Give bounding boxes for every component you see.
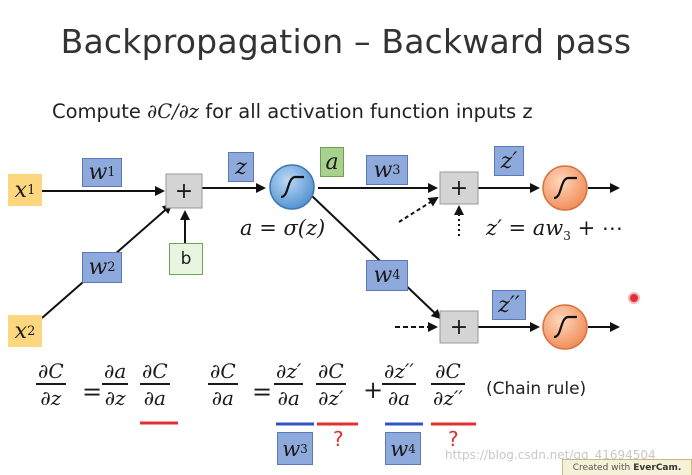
sigmoid-icon bbox=[553, 315, 577, 339]
sum-1-plus: + bbox=[174, 178, 194, 204]
badge-brand: EverCam. bbox=[633, 462, 682, 473]
eq1-t1-num: ∂a bbox=[104, 359, 127, 383]
eq2-term1-fraction: ∂z′ ∂a bbox=[274, 359, 304, 411]
eq2-t3-den: ∂a bbox=[387, 385, 411, 410]
fraction-bar bbox=[316, 383, 346, 385]
fraction-bar bbox=[140, 383, 170, 385]
eq1-t1-den: ∂z bbox=[104, 385, 126, 410]
w4-label: w bbox=[373, 263, 393, 288]
neuron-sigmoid-3 bbox=[542, 304, 588, 350]
neuron-sigmoid-2 bbox=[542, 165, 588, 211]
x1-subscript: 1 bbox=[27, 182, 36, 198]
eq2-term4-fraction: ∂C ∂z′′ bbox=[431, 359, 465, 411]
eq2-lhs-num: ∂C bbox=[210, 359, 236, 383]
eq2-lhs-den: ∂a bbox=[211, 385, 234, 410]
sum-node-3 bbox=[439, 310, 479, 344]
question-mark-1: ? bbox=[333, 427, 344, 451]
w3-label: w bbox=[373, 157, 393, 183]
edge-dashed-sum2-left bbox=[398, 196, 439, 223]
sigmoid-icon bbox=[280, 175, 304, 199]
fraction-bar bbox=[274, 383, 304, 385]
eq2-plus: + bbox=[363, 376, 384, 404]
eq2-t2-den: ∂z′ bbox=[318, 385, 344, 410]
z-double-prime-box: z′′ bbox=[492, 290, 526, 320]
eq2-lhs-fraction: ∂C ∂a bbox=[208, 359, 238, 411]
eq2-t1-num: ∂z′ bbox=[276, 359, 302, 383]
eq1-term2-fraction: ∂C ∂a bbox=[140, 359, 170, 411]
laser-pointer-dot bbox=[630, 294, 638, 302]
eq2-term2-fraction: ∂C ∂z′ bbox=[316, 359, 346, 411]
eq2-term3-fraction: ∂z′′ ∂a bbox=[382, 359, 416, 411]
eq1-t2-num: ∂C bbox=[142, 359, 168, 383]
eq1-lhs-num: ∂C bbox=[38, 359, 64, 383]
w2-subscript: 2 bbox=[107, 260, 116, 275]
eq1-t2-den: ∂a bbox=[143, 385, 166, 410]
question-mark-2: ? bbox=[448, 427, 459, 451]
z-prime-eq-lhs: z′ = aw bbox=[486, 216, 564, 240]
x1-label: x bbox=[14, 177, 28, 203]
sum-node-1 bbox=[165, 173, 203, 209]
neuron-sigmoid-1 bbox=[269, 164, 315, 210]
answer-w3-label: w bbox=[282, 436, 301, 461]
sum-3-plus: + bbox=[449, 314, 469, 340]
slide-title: Backpropagation – Backward pass bbox=[60, 22, 632, 61]
sum-2-plus: + bbox=[449, 175, 469, 201]
w3-subscript: 3 bbox=[392, 162, 401, 178]
fraction-bar bbox=[36, 383, 66, 385]
fraction-bar bbox=[208, 383, 238, 385]
eq2-t2-num: ∂C bbox=[318, 359, 344, 383]
w1-subscript: 1 bbox=[107, 165, 116, 180]
z-label-box: z bbox=[228, 152, 254, 182]
eq2-t3-num: ∂z′′ bbox=[384, 359, 414, 383]
watermark-url: https://blog.csdn.net/qq_41694504 bbox=[445, 448, 656, 462]
z-prime-eq-sub: 3 bbox=[563, 229, 571, 244]
subtitle-suffix: for all activation function inputs z bbox=[199, 100, 533, 123]
subtitle-prefix: Compute bbox=[52, 100, 148, 123]
w1-label: w bbox=[88, 160, 108, 185]
x2-label: x bbox=[14, 318, 28, 344]
z-prime-box: z′ bbox=[494, 146, 524, 176]
fraction-bar bbox=[102, 383, 129, 385]
w2-label: w bbox=[88, 255, 108, 280]
answer-w4-label: w bbox=[390, 436, 409, 461]
fraction-bar bbox=[382, 383, 416, 385]
eq1-equals: = bbox=[82, 378, 103, 406]
eq1-lhs-fraction: ∂C ∂z bbox=[36, 359, 66, 411]
a-sigma-equation: a = σ(z) bbox=[240, 216, 326, 240]
edge-neuron-sum3 bbox=[311, 195, 442, 320]
eq1-lhs-den: ∂z bbox=[40, 385, 62, 410]
eq2-equals: = bbox=[252, 378, 273, 406]
eq2-t4-den: ∂z′′ bbox=[433, 385, 463, 410]
z-prime-eq-rhs: + ⋯ bbox=[570, 216, 623, 240]
bias-box: b bbox=[169, 243, 203, 275]
sigmoid-icon bbox=[553, 176, 577, 200]
x2-subscript: 2 bbox=[27, 323, 36, 339]
eq1-term1-fraction: ∂a ∂z bbox=[102, 359, 129, 411]
answer-w4-subscript: 4 bbox=[408, 441, 416, 456]
eq2-t4-num: ∂C bbox=[435, 359, 461, 383]
eq2-t1-den: ∂a bbox=[277, 385, 300, 410]
sum-node-2 bbox=[439, 171, 479, 205]
badge-prefix: Created with bbox=[572, 462, 631, 473]
answer-w3-subscript: 3 bbox=[300, 441, 308, 456]
a-label-box: a bbox=[320, 147, 344, 177]
subtitle-math: ∂C/∂z bbox=[147, 100, 200, 123]
fraction-bar bbox=[431, 383, 465, 385]
chain-rule-label: (Chain rule) bbox=[486, 379, 587, 399]
z-prime-equation: z′ = aw3 + ⋯ bbox=[486, 216, 623, 243]
w4-subscript: 4 bbox=[392, 268, 401, 283]
slide-subtitle: Compute ∂C/∂z for all activation functio… bbox=[52, 100, 533, 123]
